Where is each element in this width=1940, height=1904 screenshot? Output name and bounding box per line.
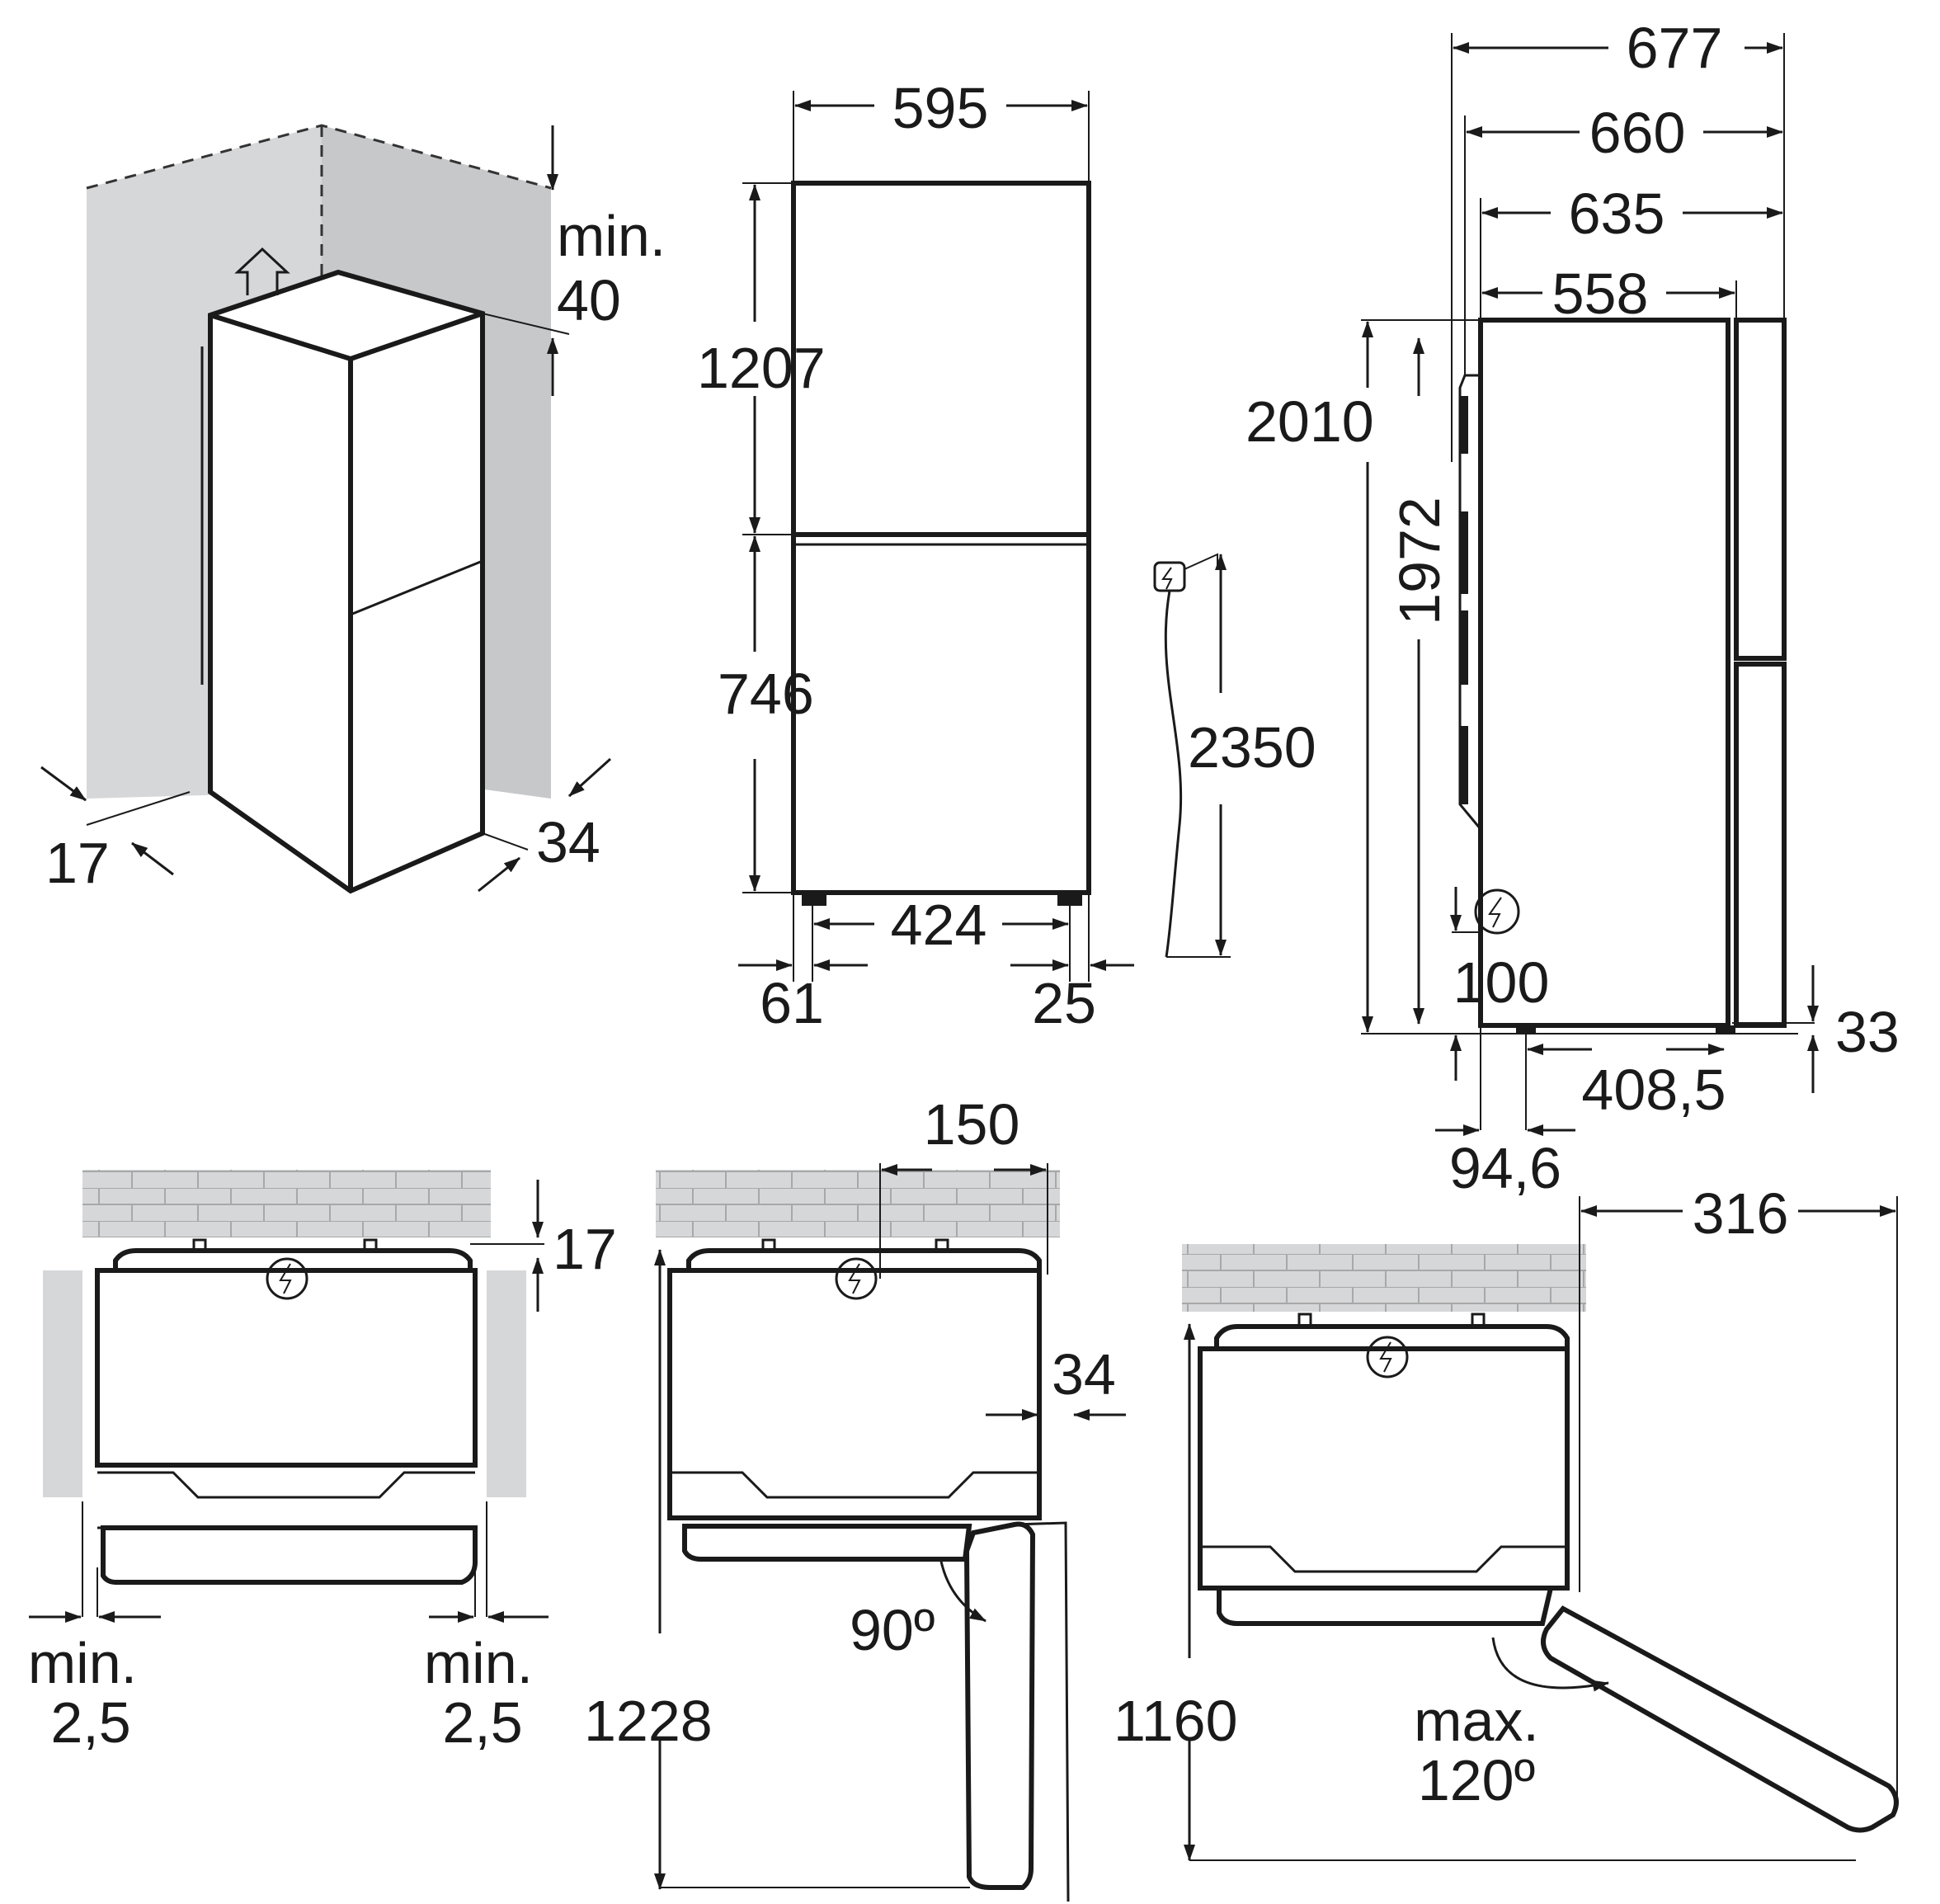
power-cable: 2350	[1153, 553, 1316, 958]
door-open-120	[1541, 1605, 1899, 1833]
top-open90-cabinet	[667, 1268, 1042, 1520]
side-gap-left-min: min.	[28, 1631, 137, 1695]
top-view-closed: 17 min. 2,5 min. 2,5	[28, 1170, 617, 1755]
side-lower-door	[1734, 662, 1787, 1028]
depth-660: 660	[1589, 101, 1686, 165]
open-depth-90: 1228	[584, 1689, 713, 1753]
foot-height: 33	[1835, 1000, 1900, 1064]
left-foot-offset: 61	[760, 971, 824, 1035]
top-open120-cabinet	[1198, 1346, 1570, 1591]
feet-spacing: 424	[891, 893, 987, 957]
socket-height: 100	[1453, 950, 1550, 1015]
depth-635: 635	[1569, 181, 1665, 246]
top-view-open-90: 150 34 1228 90º	[584, 1092, 1126, 1902]
side-upper-door	[1734, 318, 1787, 661]
side-gap-left-value: 2,5	[50, 1690, 130, 1755]
top-closed-cabinet	[95, 1268, 478, 1468]
lightning-icon	[1474, 888, 1520, 935]
fridge-body	[208, 269, 485, 894]
side-gap-right-min: min.	[424, 1631, 533, 1695]
top-clearance-value: 40	[557, 268, 621, 332]
plug-icon	[1153, 561, 1186, 592]
front-cabinet	[791, 181, 1091, 895]
lower-height: 746	[718, 662, 814, 726]
side-view: 677 660 635 558 2010 1972 100 408,5	[1245, 16, 1900, 1200]
angle-90: 90º	[850, 1598, 935, 1662]
corner-rear-gap: 34	[536, 810, 600, 874]
side-gap-right-value: 2,5	[442, 1690, 522, 1755]
open-depth-120: 1160	[1114, 1689, 1238, 1753]
top-wall-gap: 17	[553, 1217, 617, 1281]
body-height: 1972	[1387, 497, 1452, 625]
corner-side-gap: 17	[45, 831, 110, 895]
door-swing-width: 316	[1693, 1181, 1789, 1246]
side-cabinet	[1478, 318, 1730, 1028]
rear-feet-spacing: 408,5	[1581, 1058, 1726, 1122]
up-arrow-icon	[234, 247, 290, 295]
brick-wall	[82, 1170, 491, 1237]
right-foot-offset: 25	[1032, 971, 1096, 1035]
total-height: 2010	[1245, 389, 1374, 454]
hinge-offset: 150	[924, 1092, 1020, 1157]
angle-120: 120º	[1418, 1748, 1535, 1812]
depth-558: 558	[1552, 262, 1649, 326]
front-view: 595 1207 746 424 61 25	[697, 76, 1134, 1035]
front-width: 595	[892, 76, 989, 140]
upper-height: 1207	[697, 336, 826, 400]
door-split-line	[350, 559, 483, 616]
door-protrusion: 34	[1052, 1342, 1116, 1407]
top-clearance-min: min.	[557, 204, 666, 268]
door-open-90	[963, 1521, 1036, 1890]
rear-foot-offset: 94,6	[1449, 1136, 1561, 1200]
angle-max: max.	[1414, 1689, 1539, 1753]
corner-installation-view: min. 40 17 34	[40, 124, 666, 895]
top-view-open-120: 316 1160 max. 120º	[1114, 1181, 1899, 1861]
depth-677: 677	[1627, 16, 1723, 80]
cable-length: 2350	[1188, 715, 1316, 780]
